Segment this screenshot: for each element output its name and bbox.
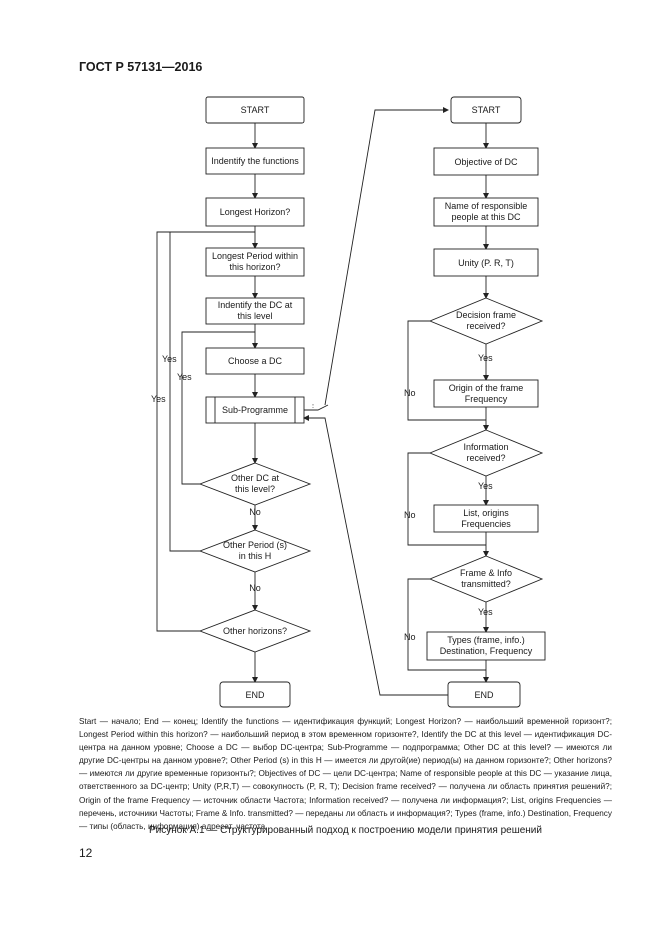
right-end-label: END — [474, 690, 494, 700]
other-dc-label-1: Other DC at — [231, 473, 280, 483]
other-period-no-label: No — [249, 583, 261, 593]
right-end-node — [447, 681, 521, 708]
other-period-label-1: Other Period (s) — [223, 540, 287, 550]
identify-dc-label-2: this level — [237, 311, 272, 321]
left-end-label: END — [245, 690, 265, 700]
list-origins-label-1: List, origins — [463, 508, 509, 518]
identify-functions-node — [205, 147, 305, 175]
name-responsible-label-2: people at this DC — [451, 212, 521, 222]
frame-info-label-1: Frame & Info — [460, 568, 512, 578]
objective-dc-label: Objective of DC — [454, 157, 518, 167]
other-dc-no-label: No — [249, 507, 261, 517]
information-label-1: Information — [463, 442, 508, 452]
other-dc-yes-label: Yes — [177, 372, 192, 382]
choose-dc-node — [205, 347, 305, 375]
other-dc-label-2: this level? — [235, 484, 275, 494]
choose-dc-label: Choose a DC — [228, 356, 283, 366]
unity-label: Unity (P. R, T) — [458, 258, 514, 268]
right-start-label: START — [472, 105, 501, 115]
list-origins-node — [433, 504, 539, 533]
decision-frame-yes-label: Yes — [478, 353, 493, 363]
other-period-yes-label: Yes — [162, 354, 177, 364]
flowchart-diagram: START Indentify the functions Longest Ho… — [151, 96, 546, 708]
legend-text: Start — начало; End — конец; Identify th… — [79, 717, 612, 831]
page-number: 12 — [79, 846, 93, 860]
frame-info-yes-label: Yes — [478, 607, 493, 617]
decision-frame-label-2: received? — [466, 321, 505, 331]
origin-frame-label-1: Origin of the frame — [449, 383, 524, 393]
unity-node — [433, 248, 539, 277]
information-label-2: received? — [466, 453, 505, 463]
sub-programme-label: Sub-Programme — [222, 405, 288, 415]
longest-period-node — [205, 247, 305, 277]
objective-dc-node — [433, 147, 539, 176]
longest-period-label-2: this horizon? — [229, 262, 280, 272]
other-horizons-label: Other horizons? — [223, 626, 287, 636]
frame-info-no-label: No — [404, 632, 416, 642]
identify-functions-label: Indentify the functions — [211, 156, 299, 166]
longest-period-label-1: Longest Period within — [212, 251, 298, 261]
name-responsible-label-1: Name of responsible — [445, 201, 528, 211]
list-origins-label-2: Frequencies — [461, 519, 511, 529]
left-end-node — [219, 681, 291, 708]
other-period-label-2: in this H — [239, 551, 272, 561]
left-start-label: START — [241, 105, 270, 115]
information-no-label: No — [404, 510, 416, 520]
frame-info-label-2: transmitted? — [461, 579, 511, 589]
types-node — [426, 631, 546, 661]
figure-caption: Рисунок А.1 — Структурированный подход к… — [149, 825, 542, 836]
identify-dc-label-1: Indentify the DC at — [218, 300, 293, 310]
identify-dc-node — [205, 297, 305, 325]
types-label-1: Types (frame, info.) — [447, 635, 525, 645]
name-responsible-node — [433, 197, 539, 227]
types-label-2: Destination, Frequency — [440, 646, 533, 656]
longest-horizon-node — [205, 197, 305, 227]
longest-horizon-label: Longest Horizon? — [220, 207, 291, 217]
origin-frame-node — [433, 379, 539, 408]
decision-frame-label-1: Decision frame — [456, 310, 516, 320]
decision-frame-no-label: No — [404, 388, 416, 398]
origin-frame-label-2: Frequency — [465, 394, 508, 404]
information-yes-label: Yes — [478, 481, 493, 491]
other-horizons-yes-label: Yes — [151, 394, 166, 404]
standard-header: ГОСТ Р 57131—2016 — [79, 60, 203, 74]
